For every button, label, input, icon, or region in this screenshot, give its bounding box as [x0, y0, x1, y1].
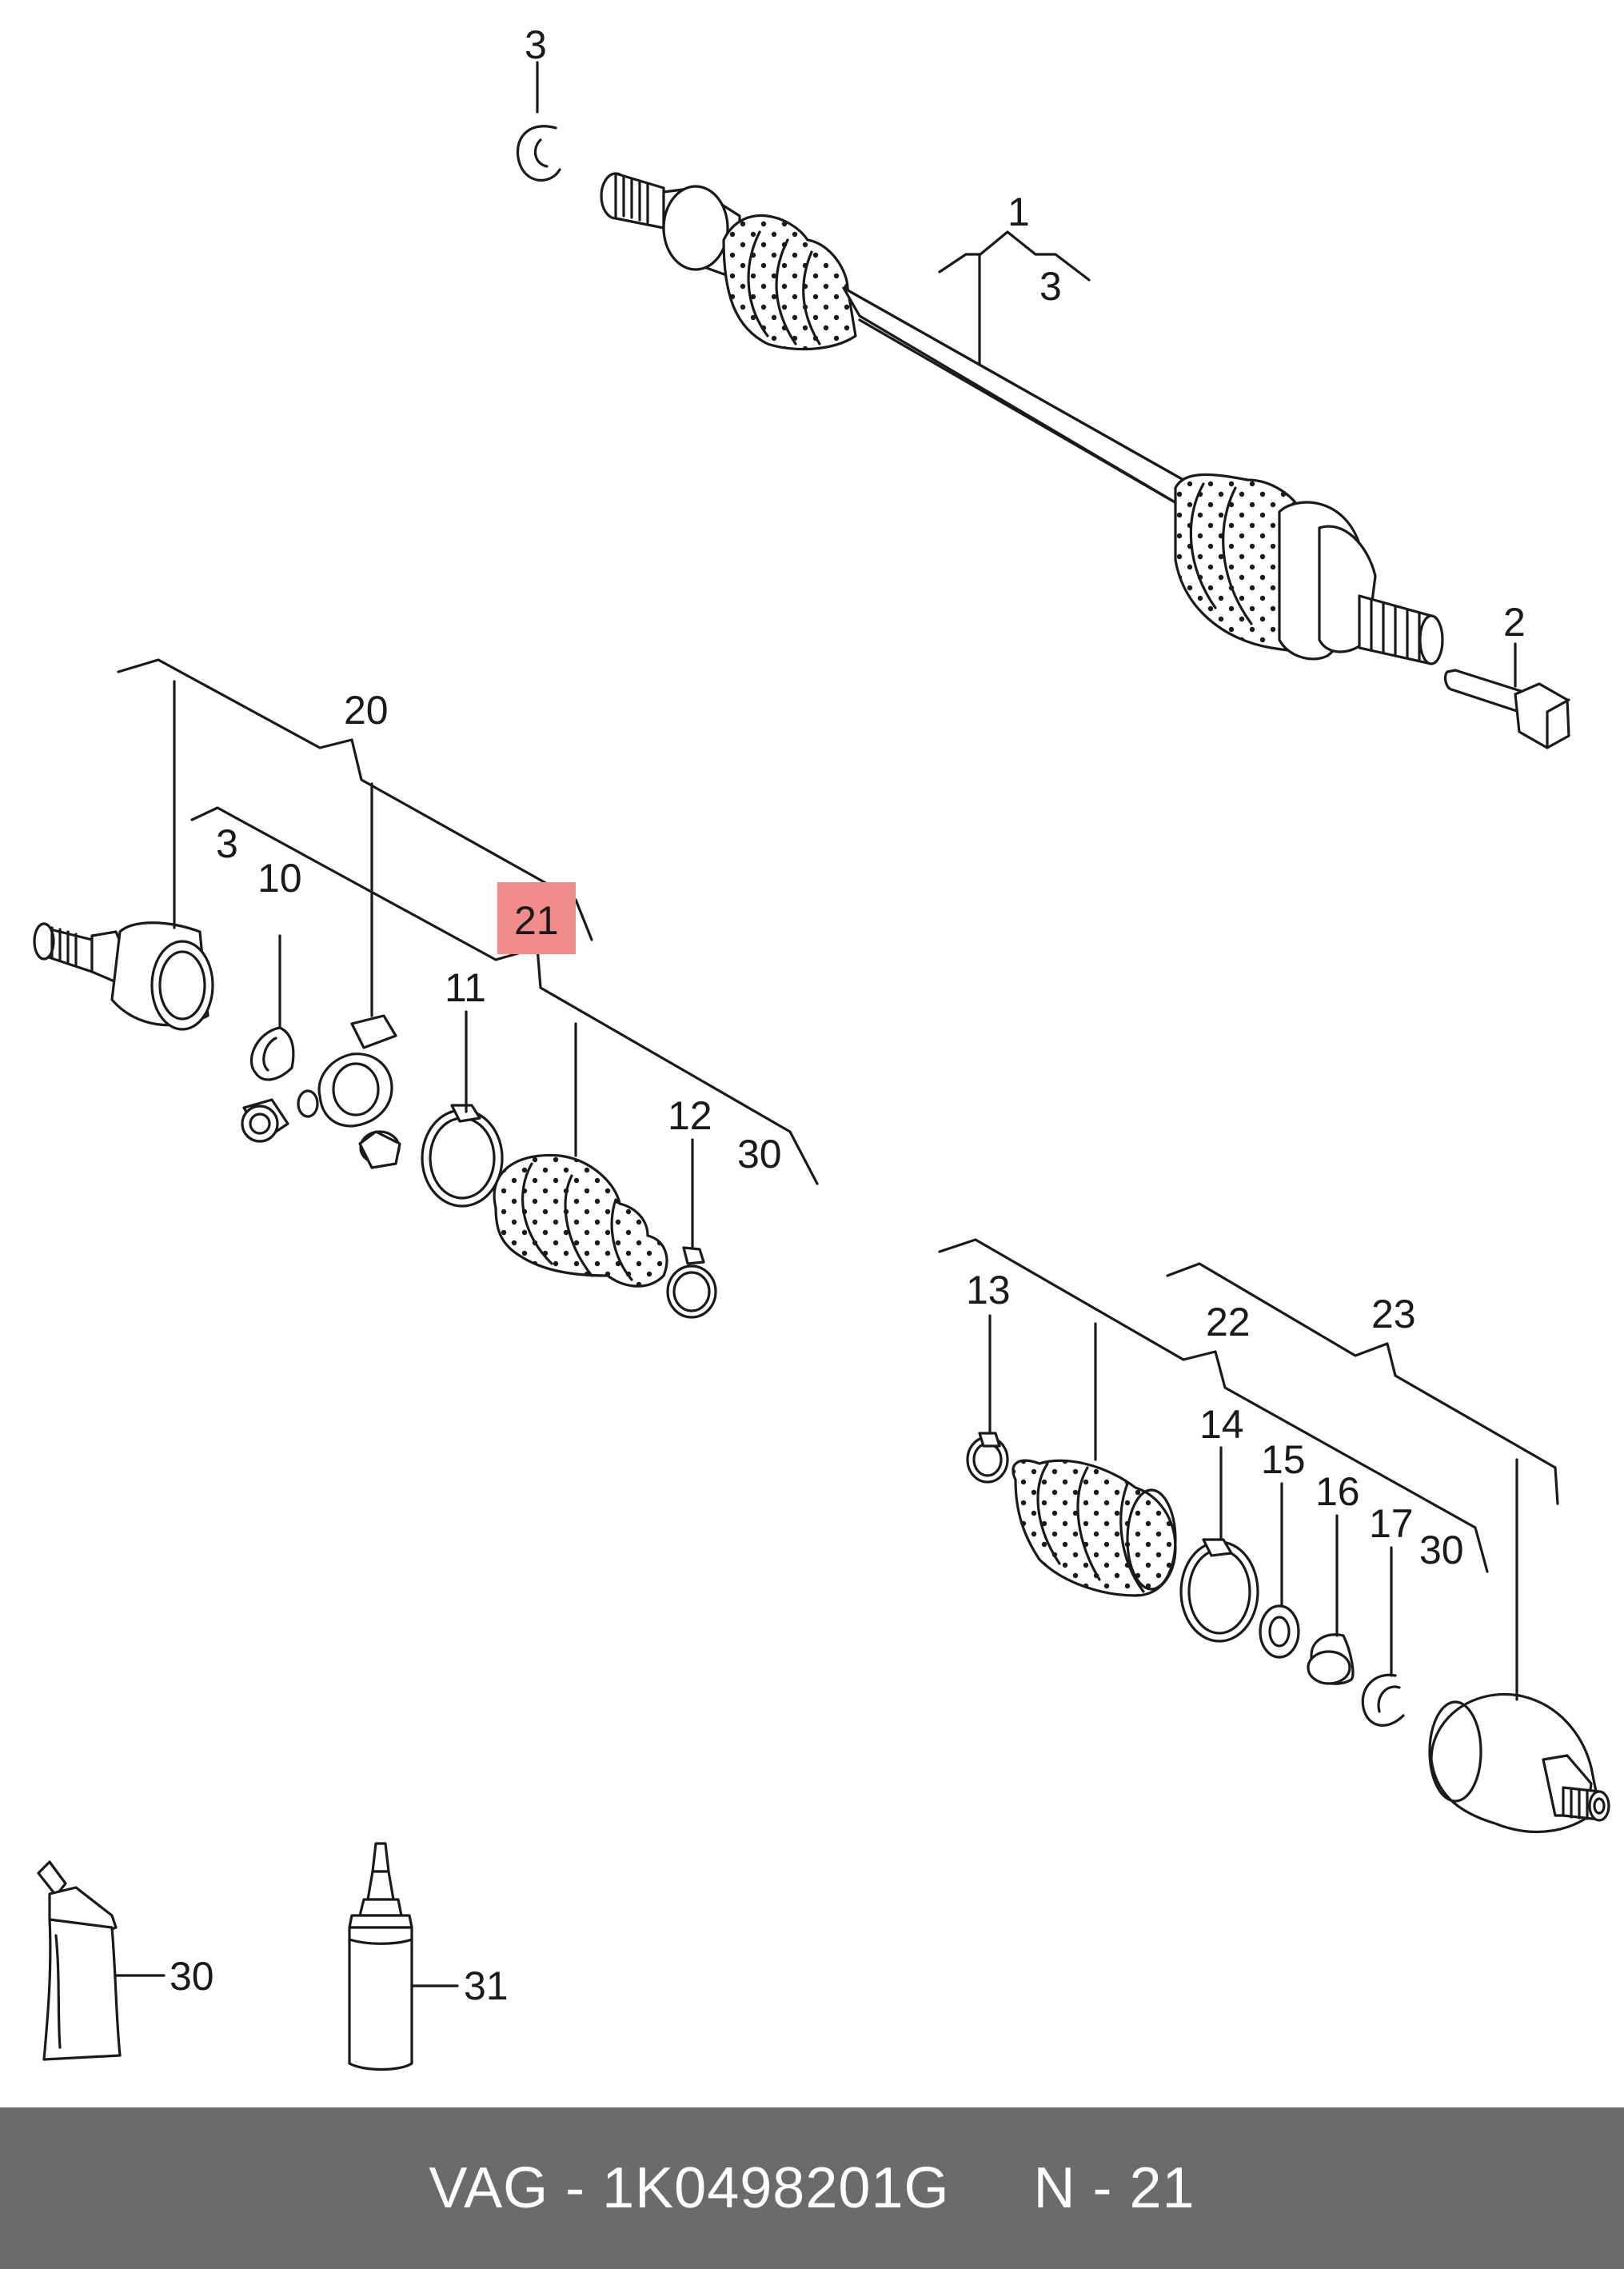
drive-shaft-assembly[interactable]	[516, 125, 1444, 665]
clamp-13[interactable]	[966, 1432, 1009, 1484]
callout-3-main: 3	[1039, 264, 1062, 309]
callout-14: 14	[1199, 1402, 1244, 1447]
disc-spring-15[interactable]	[1259, 1604, 1300, 1659]
callout-30-tube: 30	[170, 1954, 214, 1999]
callout-15: 15	[1261, 1437, 1306, 1482]
clamp-14[interactable]	[1179, 1538, 1259, 1643]
callout-20: 20	[344, 688, 389, 733]
circlip-10[interactable]	[249, 1026, 295, 1081]
thrust-ring-16[interactable]	[1307, 1633, 1355, 1685]
callout-1: 1	[1008, 190, 1030, 234]
clamp-12[interactable]	[666, 1246, 717, 1319]
bolt[interactable]	[1443, 669, 1570, 749]
callout-21: 21	[514, 898, 559, 943]
inner-cv-joint[interactable]	[33, 921, 214, 1031]
clamp-11[interactable]	[421, 1104, 504, 1208]
callout-labels: 3 1 3 2 20 3 10 21 11 12 30 13 22 23 14 …	[170, 22, 1526, 2008]
sealant-bottle[interactable]	[348, 1842, 413, 2071]
outer-boot-22[interactable]	[1012, 1459, 1177, 1597]
callout-3-top: 3	[525, 22, 547, 67]
callout-11: 11	[445, 965, 486, 1010]
callout-31: 31	[464, 1963, 509, 2008]
outer-cv-joint[interactable]	[1428, 1693, 1610, 1833]
callout-23: 23	[1371, 1292, 1416, 1336]
grease-tube[interactable]	[37, 1860, 122, 2061]
exploded-parts-diagram: 3 1 3 2 20 3 10 21 11 12 30 13 22 23 14 …	[33, 22, 1610, 2071]
footer-bar: VAG - 1K0498201G N - 21	[0, 2107, 1624, 2269]
leader-lines	[114, 61, 1559, 1987]
callout-10: 10	[257, 856, 302, 901]
callout-2: 2	[1503, 600, 1526, 645]
callout-12: 12	[668, 1093, 712, 1138]
part-number-label: VAG - 1K0498201G N - 21	[429, 2156, 1195, 2220]
callout-30-left: 30	[737, 1132, 782, 1176]
callout-13: 13	[966, 1268, 1011, 1312]
bearing-cup[interactable]	[358, 1130, 401, 1169]
circlip-top[interactable]	[516, 125, 561, 182]
inner-boot-21[interactable]	[493, 1153, 668, 1288]
highlight-box-21	[497, 882, 576, 954]
callout-3-left: 3	[216, 821, 238, 866]
callout-17: 17	[1369, 1501, 1414, 1546]
circlip-17[interactable]	[1361, 1673, 1405, 1727]
callout-22: 22	[1206, 1300, 1251, 1344]
callout-16: 16	[1315, 1469, 1360, 1514]
tripod-joint[interactable]	[297, 1014, 397, 1128]
callout-30-right: 30	[1419, 1528, 1464, 1572]
bearing-small[interactable]	[241, 1098, 289, 1143]
